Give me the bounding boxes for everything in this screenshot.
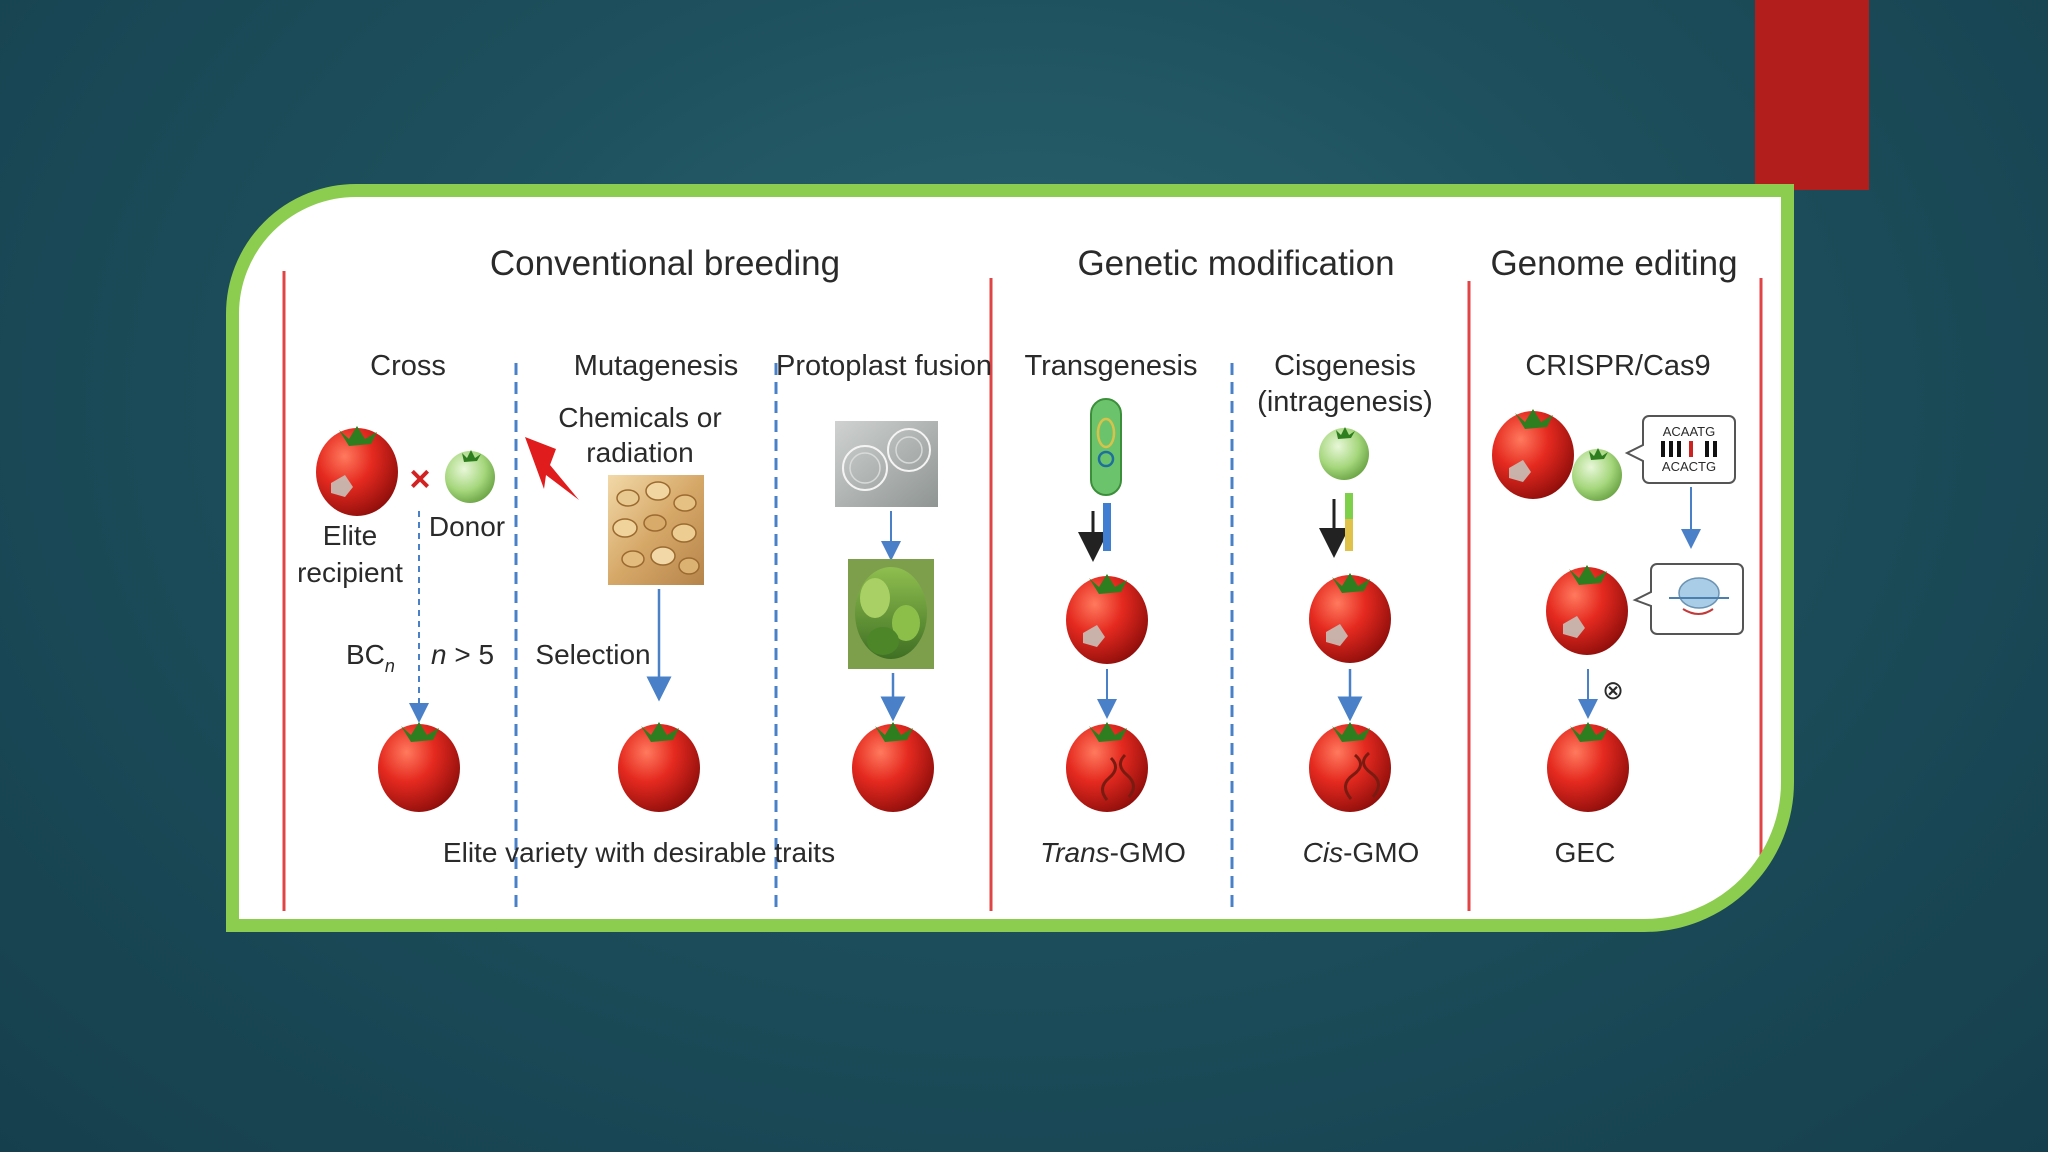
cisgenesis-green-tomato-icon: [1319, 427, 1369, 480]
crispr-donor-green-tomato-icon: [1572, 448, 1622, 501]
label-trans-gmo: Trans-GMO: [1040, 837, 1186, 868]
donor-green-tomato-icon: [445, 450, 495, 503]
method-mutagenesis: Mutagenesis: [574, 350, 738, 382]
header-genetic-modification: Genetic modification: [1077, 244, 1394, 283]
cisgene-green-bar-top: [1345, 493, 1353, 519]
label-chemicals-or: Chemicals or: [558, 402, 721, 433]
label-bc: BCn: [346, 639, 395, 676]
label-elite: Elite: [323, 520, 377, 551]
seeds-image-icon: [608, 475, 704, 585]
cisgene-yellow-bar: [1345, 519, 1353, 551]
mutagenesis-result-tomato-icon: [618, 722, 700, 812]
method-cross: Cross: [370, 350, 446, 382]
trans-gmo-tomato-icon: [1066, 722, 1148, 812]
cis-gmo-tomato-icon: [1309, 722, 1391, 812]
method-transgenesis: Transgenesis: [1024, 350, 1197, 382]
cas9-complex-callout-icon: [1632, 563, 1744, 635]
cisgenesis-recipient-tomato-icon: [1309, 573, 1391, 663]
dna-sequence-callout-icon: ACAATG ACACTG: [1624, 415, 1736, 484]
selfing-symbol-icon: ⊗: [1602, 675, 1624, 705]
bacterium-plasmid-icon: [1090, 398, 1122, 496]
method-intragenesis: (intragenesis): [1257, 386, 1433, 418]
label-recipient: recipient: [297, 557, 403, 588]
dna-seq-bottom: ACACTG: [1662, 459, 1716, 474]
label-radiation: radiation: [586, 437, 693, 468]
breeding-diagram: Conventional breeding Genetic modificati…: [282, 244, 1763, 911]
gec-tomato-icon: [1547, 722, 1629, 812]
label-gec: GEC: [1555, 837, 1616, 868]
elite-recipient-tomato-icon: [316, 426, 398, 516]
label-n-greater-5: n > 5: [431, 639, 494, 670]
dna-seq-top: ACAATG: [1663, 424, 1716, 439]
cross-result-tomato-icon: [378, 722, 460, 812]
method-cisgenesis: Cisgenesis: [1274, 350, 1416, 382]
transgene-blue-bar: [1103, 503, 1111, 551]
transgenesis-recipient-tomato-icon: [1066, 574, 1148, 664]
cross-symbol-icon: ×: [409, 458, 430, 499]
header-genome-editing: Genome editing: [1490, 244, 1737, 283]
label-donor: Donor: [429, 511, 505, 542]
protoplast-result-tomato-icon: [852, 722, 934, 812]
protoplast-cells-image-icon: [835, 421, 938, 507]
label-selection: Selection: [535, 639, 650, 670]
label-elite-variety: Elite variety with desirable traits: [443, 837, 835, 868]
crispr-edited-tomato-icon: [1546, 565, 1628, 655]
lightning-bolt-icon: [525, 437, 579, 500]
label-cis-gmo: Cis-GMO: [1303, 837, 1420, 868]
header-conventional-breeding: Conventional breeding: [490, 244, 840, 283]
red-accent-bar: [1755, 0, 1869, 190]
breeding-methods-panel: Conventional breeding Genetic modificati…: [226, 184, 1794, 932]
method-protoplast-fusion: Protoplast fusion: [776, 350, 992, 382]
callus-plant-image-icon: [848, 559, 934, 669]
method-crispr-cas9: CRISPR/Cas9: [1525, 350, 1710, 382]
crispr-elite-tomato-icon: [1492, 409, 1574, 499]
